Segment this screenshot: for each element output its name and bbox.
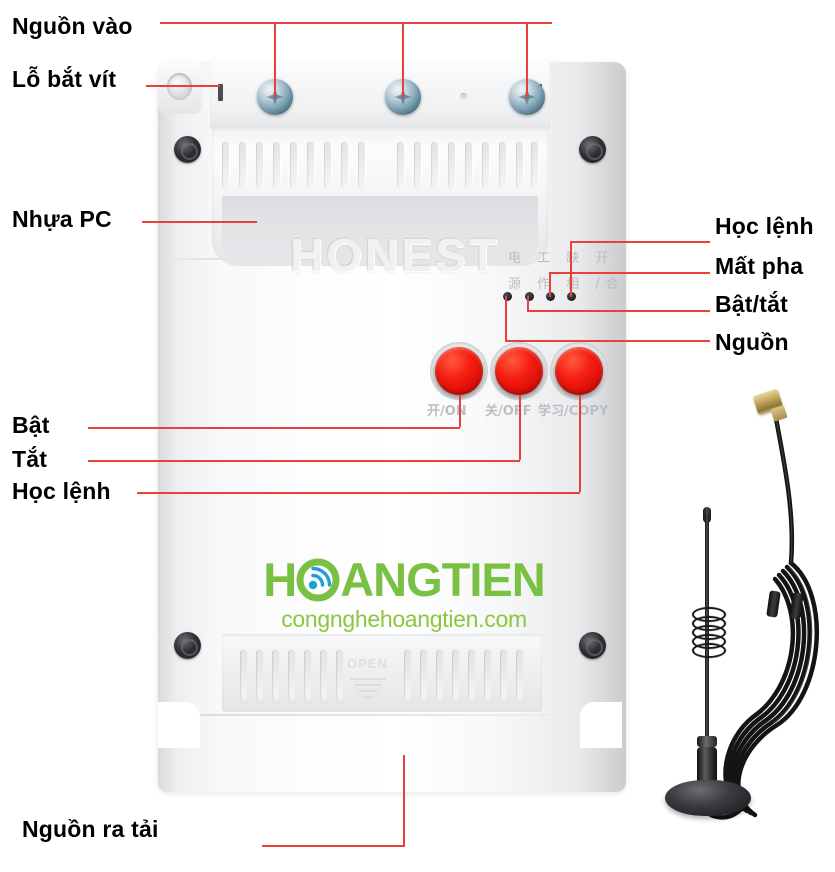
leader-tat-horizontal <box>88 460 520 462</box>
label-hoc-lenh-btn: Học lệnh <box>12 478 111 504</box>
leader-bat-horizontal <box>88 427 460 429</box>
open-arrow-1 <box>350 678 386 680</box>
mounting-screw-top-left[interactable] <box>174 136 201 163</box>
open-arrow-2 <box>354 684 382 686</box>
recess-shadow <box>222 196 538 266</box>
label-nhua-pc: Nhựa PC <box>12 206 112 232</box>
leader-tat-vertical <box>519 395 521 460</box>
button-caption-copy: 学习/COPY <box>538 404 609 419</box>
label-nguon-vao: Nguồn vào <box>12 13 133 39</box>
antenna-coil-5 <box>692 643 726 658</box>
leader-nguon-ra-tai-vertical <box>403 755 405 845</box>
leader-hoc-lenh-btn-vertical <box>579 395 581 492</box>
label-nguon-ra-tai: Nguồn ra tải <box>22 816 159 842</box>
leader-nguon-vao-drop-2 <box>402 22 404 98</box>
led-power <box>503 292 512 301</box>
terminal-tab-left <box>218 84 223 101</box>
antenna-magnetic-base <box>665 780 751 816</box>
antenna-cable <box>708 400 819 820</box>
leader-bat-vertical <box>459 395 461 427</box>
battery-cover[interactable]: OPEN <box>222 634 542 712</box>
label-bat: Bật <box>12 412 50 438</box>
leader-nguon-ra-tai-horizontal <box>262 845 405 847</box>
label-lo-bat-vit: Lỗ bắt vít <box>12 66 117 92</box>
leader-nguon-vao-drop-1 <box>274 22 276 98</box>
leader-hoc-lenh-horizontal <box>570 241 710 243</box>
label-mat-pha: Mất pha <box>715 253 804 279</box>
leader-lo-bat-vit <box>146 85 220 87</box>
leader-bat-tat-vertical <box>527 296 529 311</box>
silkscreen-line-2: 源 作 相 /合 <box>508 277 625 292</box>
leader-nhua-pc <box>142 221 257 223</box>
leader-nguon-horizontal <box>505 340 710 342</box>
leader-hoc-lenh-btn-horizontal <box>137 492 580 494</box>
open-arrow-4 <box>362 696 374 698</box>
label-tat: Tắt <box>12 446 48 472</box>
leader-hoc-lenh-vertical <box>570 241 572 297</box>
antenna-neck <box>697 747 717 789</box>
vent-recess <box>212 126 548 266</box>
label-bat-tat: Bật/tắt <box>715 291 788 317</box>
label-hoc-lenh-led: Học lệnh <box>715 213 814 239</box>
leader-nguon-vao-horizontal <box>160 22 552 24</box>
mounting-ear-left <box>158 60 202 114</box>
mounting-screw-bottom-left[interactable] <box>174 632 201 659</box>
button-off[interactable] <box>495 347 543 395</box>
button-caption-off: 关/OFF <box>485 404 532 419</box>
open-label: OPEN <box>347 656 388 671</box>
leader-bat-tat-horizontal <box>527 310 710 312</box>
leader-nguon-vertical <box>505 296 507 341</box>
mounting-screw-bottom-right[interactable] <box>579 632 606 659</box>
antenna-accessory <box>645 388 835 845</box>
brand-emboss: HONEST <box>290 229 500 281</box>
open-arrow-3 <box>358 690 378 692</box>
housing-notch-bottom-left <box>158 702 200 748</box>
housing-seam-bottom <box>160 714 624 716</box>
vent-group <box>222 142 538 188</box>
label-nguon: Nguồn <box>715 329 789 355</box>
pilot-hole <box>460 93 467 100</box>
leader-nguon-vao-drop-3 <box>526 22 528 98</box>
leader-mat-pha-vertical <box>549 272 551 297</box>
button-copy[interactable] <box>555 347 603 395</box>
silkscreen-line-1: 电 工 缺 开 <box>508 251 615 266</box>
housing-notch-bottom-right <box>580 702 622 748</box>
button-on[interactable] <box>435 347 483 395</box>
led-onoff <box>525 292 534 301</box>
antenna-ferrule <box>697 736 717 747</box>
mounting-screw-top-right[interactable] <box>579 136 606 163</box>
leader-mat-pha-horizontal <box>549 272 710 274</box>
button-caption-on: 开/ON <box>427 404 467 419</box>
